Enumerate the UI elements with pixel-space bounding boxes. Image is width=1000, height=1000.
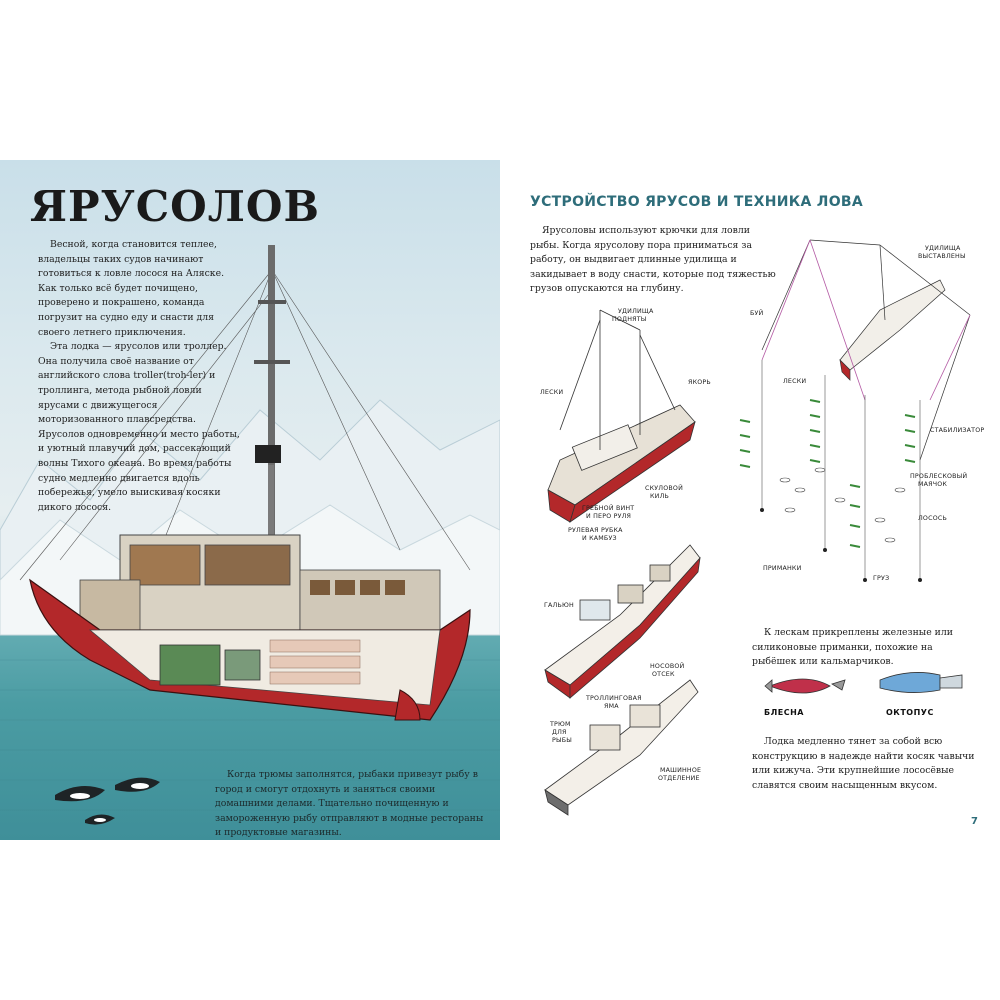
label-weight: ГРУЗ — [873, 575, 889, 582]
boat-plan-view — [544, 544, 701, 699]
page-title: ЯРУСОЛОВ — [30, 182, 320, 231]
label-spoon: БЛЕСНА — [764, 708, 804, 717]
intro-text: Весной, когда становится теплее, владель… — [38, 238, 243, 515]
lures-text: К лескам прикреплены железные или силико… — [752, 627, 953, 668]
boat-hold-view — [544, 679, 699, 816]
trolling-boat-rig — [761, 239, 971, 461]
closing-text: Лодка медленно тянет за собой всю констр… — [752, 736, 975, 791]
label-lines: ЛЕСКИ — [540, 389, 563, 396]
intro-paragraph: Эта лодка — ярусолов или троллер. Она по… — [38, 341, 240, 513]
label-lures: ПРИМАНКИ — [763, 565, 802, 572]
boat-side-view — [547, 309, 696, 523]
label-lines-right: ЛЕСКИ — [783, 378, 806, 385]
label-buoy: БУЙ — [750, 308, 764, 317]
label-octopus: ОКТОПУС — [886, 708, 934, 717]
section-title: УСТРОЙСТВО ЯРУСОВ И ТЕХНИКА ЛОВА — [530, 194, 864, 210]
caption-paragraph: Когда трюмы заполнятся, рыбаки привезут … — [215, 769, 484, 839]
intro-paragraph: Весной, когда становится теплее, владель… — [38, 239, 225, 338]
boat-cutaway-illustration — [19, 245, 471, 825]
fishing-lines — [761, 360, 921, 580]
page-number: 7 — [971, 816, 978, 827]
label-head: ГАЛЬЮН — [544, 602, 574, 609]
label-anchor: ЯКОРЬ — [688, 379, 711, 386]
spoon-lure-icon — [764, 678, 846, 694]
bottom-caption: Когда трюмы заполнятся, рыбаки привезут … — [215, 768, 485, 840]
right-page: УСТРОЙСТВО ЯРУСОВ И ТЕХНИКА ЛОВА Ярусоло… — [500, 160, 1000, 840]
label-stabilizer: СТАБИЛИЗАТОР — [930, 427, 984, 434]
left-page: ЯРУСОЛОВ Весной, когда становится теплее… — [0, 160, 500, 840]
gear-intro-text: Ярусоловы используют крючки для ловли ры… — [530, 225, 776, 295]
octopus-lure-icon — [879, 672, 963, 693]
salmon-school — [779, 467, 906, 543]
book-spread: ЯРУСОЛОВ Весной, когда становится теплее… — [0, 160, 1000, 840]
green-lures — [739, 399, 916, 548]
label-salmon: ЛОСОСЬ — [918, 515, 947, 522]
